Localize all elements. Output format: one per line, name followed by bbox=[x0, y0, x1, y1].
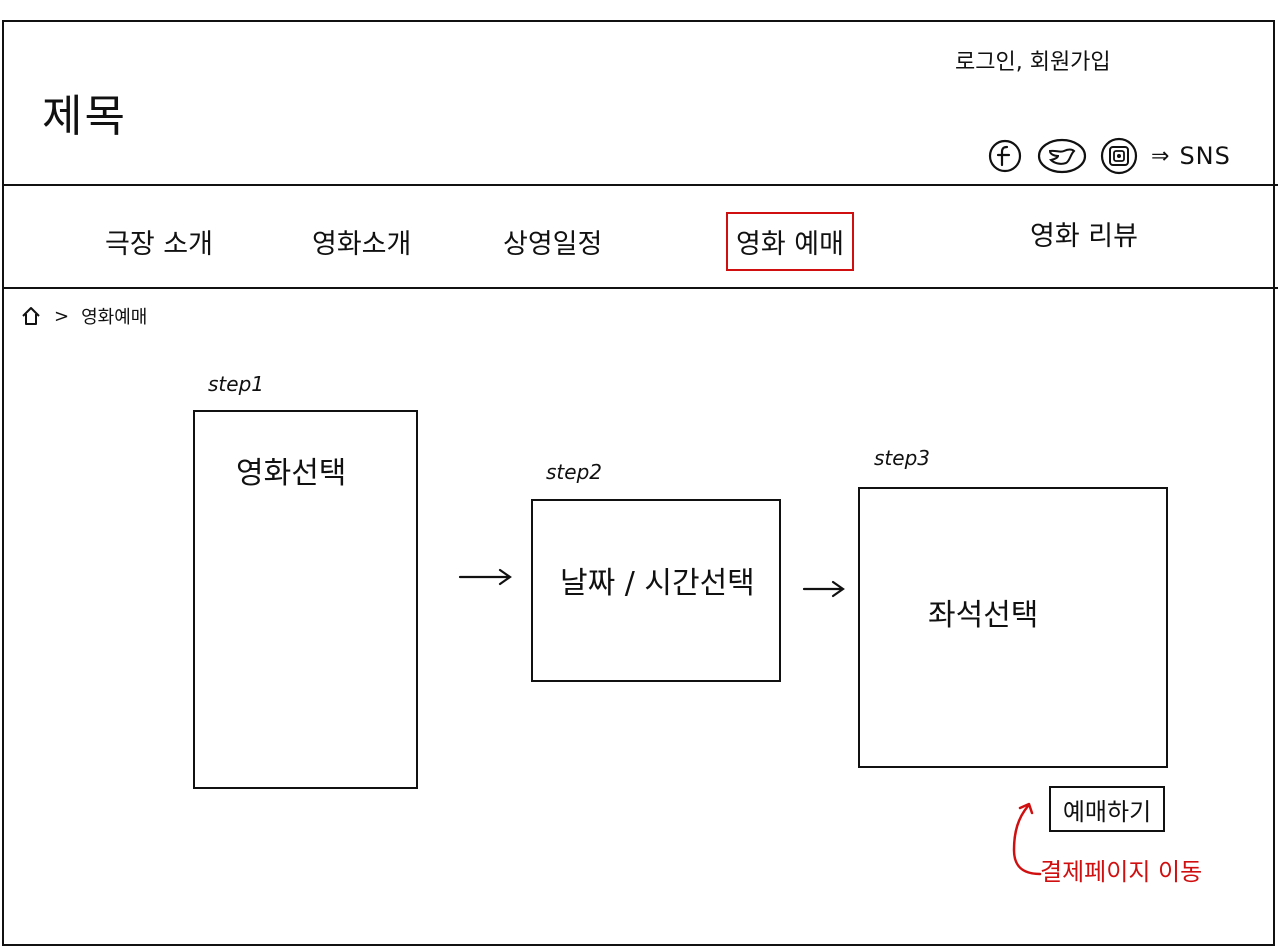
sns-label: SNS bbox=[1179, 142, 1231, 170]
header-divider bbox=[2, 184, 1278, 186]
payment-page-note: 결제페이지 이동 bbox=[1040, 858, 1203, 886]
step3-seat-select-panel[interactable] bbox=[858, 487, 1168, 768]
facebook-icon[interactable] bbox=[985, 136, 1025, 176]
nav-item-theater-intro[interactable]: 극장 소개 bbox=[105, 229, 213, 260]
sns-arrow: ⇒ bbox=[1151, 143, 1170, 169]
page-frame bbox=[2, 20, 1275, 946]
reserve-button[interactable]: 예매하기 bbox=[1049, 786, 1165, 832]
instagram-icon[interactable] bbox=[1099, 136, 1139, 176]
twitter-icon[interactable] bbox=[1035, 136, 1089, 176]
nav-divider bbox=[2, 287, 1278, 289]
step1-movie-select-panel[interactable] bbox=[193, 410, 418, 789]
annotation-arrow-icon bbox=[1012, 802, 1042, 876]
breadcrumb-current: 영화예매 bbox=[81, 307, 148, 328]
site-title: 제목 bbox=[42, 91, 127, 142]
breadcrumb: > 영화예매 bbox=[20, 303, 147, 329]
nav-item-reservation[interactable]: 영화 예매 bbox=[726, 212, 854, 271]
sns-links: ⇒ SNS bbox=[985, 134, 1231, 178]
nav-item-schedule[interactable]: 상영일정 bbox=[503, 229, 603, 260]
step2-datetime-select-panel[interactable] bbox=[531, 499, 781, 682]
nav-item-review[interactable]: 영화 리뷰 bbox=[1030, 221, 1138, 252]
step2-title: 날짜 / 시간선택 bbox=[560, 566, 755, 601]
step3-label: step3 bbox=[874, 446, 930, 470]
nav-item-movie-intro[interactable]: 영화소개 bbox=[312, 229, 412, 260]
breadcrumb-separator: > bbox=[54, 305, 70, 327]
flow-arrow-icon bbox=[458, 568, 512, 586]
auth-links[interactable]: 로그인, 회원가입 bbox=[955, 50, 1111, 75]
step1-title: 영화선택 bbox=[236, 456, 347, 491]
home-icon[interactable] bbox=[20, 305, 42, 327]
step1-label: step1 bbox=[208, 372, 264, 396]
step3-title: 좌석선택 bbox=[928, 598, 1039, 633]
step2-label: step2 bbox=[546, 460, 602, 484]
flow-arrow-icon bbox=[802, 580, 845, 598]
